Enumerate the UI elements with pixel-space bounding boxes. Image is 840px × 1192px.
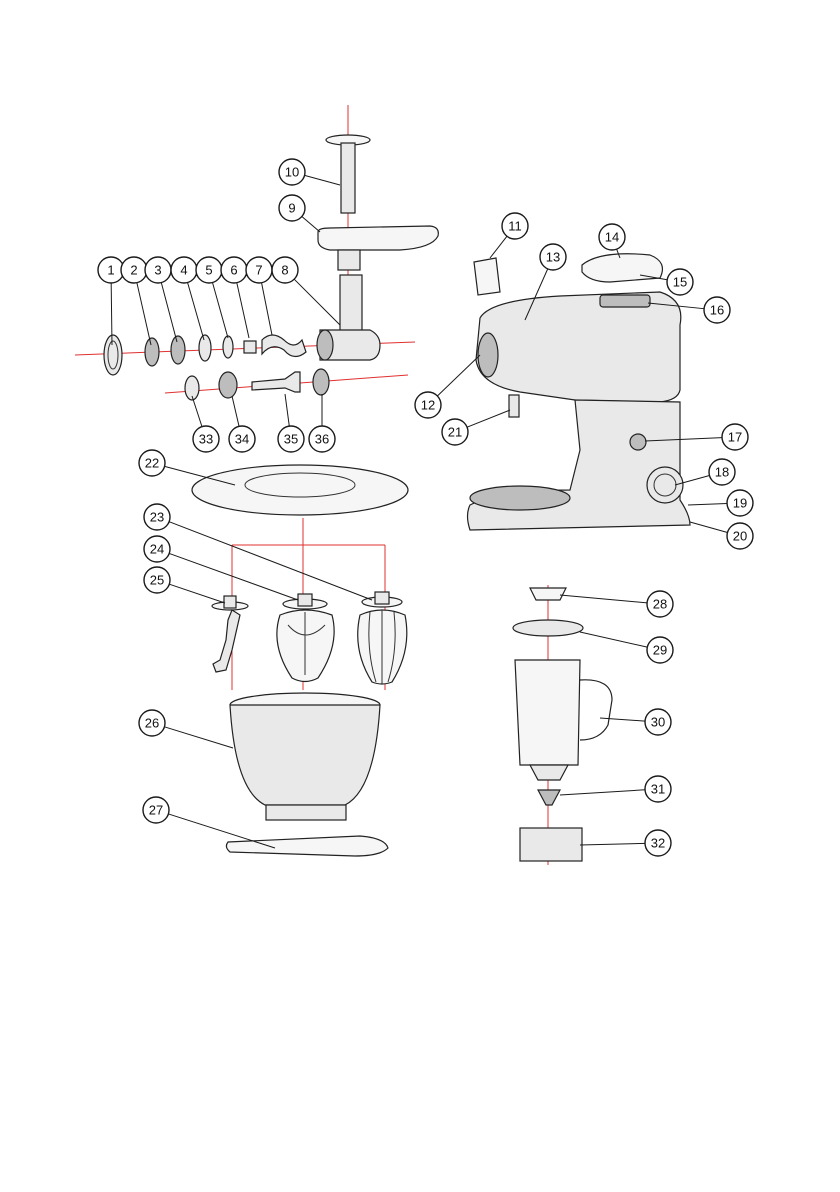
- callout-label-12: 12: [421, 398, 435, 413]
- measuring-cap: [530, 588, 566, 600]
- blade-unit: [538, 790, 560, 805]
- callout-label-22: 22: [145, 456, 159, 471]
- mixer-base: [468, 400, 691, 530]
- callout-label-25: 25: [150, 573, 164, 588]
- mixing-tools: [212, 592, 407, 684]
- callout-label-36: 36: [315, 432, 329, 447]
- callout-label-18: 18: [715, 465, 729, 480]
- bowl-base: [266, 805, 346, 820]
- callout-label-14: 14: [605, 230, 619, 245]
- callout-label-30: 30: [651, 715, 665, 730]
- callout-label-1: 1: [107, 263, 114, 278]
- callout-label-28: 28: [653, 597, 667, 612]
- callout-label-11: 11: [508, 219, 522, 234]
- leader-line-11: [490, 236, 507, 258]
- bowl-seat: [470, 486, 570, 510]
- callout-label-27: 27: [149, 803, 163, 818]
- top-lid: [582, 254, 662, 282]
- leader-line-6: [237, 283, 249, 338]
- leader-line-31: [560, 790, 645, 795]
- callout-label-5: 5: [205, 263, 212, 278]
- sausage-attachments: [185, 369, 329, 400]
- callout-label-17: 17: [728, 430, 742, 445]
- leader-line-7: [262, 283, 272, 335]
- callout-label-6: 6: [230, 263, 237, 278]
- callout-label-35: 35: [284, 432, 298, 447]
- callout-label-31: 31: [651, 782, 665, 797]
- callout-label-2: 2: [130, 263, 137, 278]
- wire-whisk: [358, 592, 407, 684]
- leader-line-9: [302, 216, 320, 232]
- leader-line-8: [294, 279, 340, 325]
- callout-label-9: 9: [288, 201, 295, 216]
- flat-beater: [277, 594, 334, 682]
- leader-line-21: [467, 410, 510, 427]
- leader-line-19: [688, 503, 727, 505]
- blender-lid: [513, 620, 583, 636]
- grinder-ring-nut: [104, 335, 122, 375]
- drive-shaft: [509, 395, 519, 417]
- leader-line-2: [137, 283, 151, 345]
- callout-label-19: 19: [733, 496, 747, 511]
- callout-label-32: 32: [651, 836, 665, 851]
- leader-line-34: [232, 396, 239, 426]
- callout-label-13: 13: [546, 250, 560, 265]
- callout-label-15: 15: [673, 275, 687, 290]
- splash-guard: [192, 465, 408, 515]
- cover-plate: [474, 258, 500, 295]
- control-panel: [600, 295, 650, 307]
- callout-label-8: 8: [281, 263, 288, 278]
- leader-line-33: [192, 396, 202, 427]
- mixing-bowl: [230, 705, 380, 805]
- spatula: [226, 836, 388, 856]
- jar-handle: [580, 680, 612, 740]
- blender-assembly: [513, 588, 612, 861]
- mixer-head: [476, 292, 681, 402]
- food-tray: [318, 226, 438, 270]
- leader-line-23: [169, 522, 372, 600]
- dough-hook: [212, 596, 248, 672]
- leader-line-12: [437, 355, 480, 396]
- callout-label-3: 3: [154, 263, 161, 278]
- callout-label-16: 16: [710, 303, 724, 318]
- callout-label-33: 33: [199, 432, 213, 447]
- leader-line-25: [169, 584, 225, 603]
- leader-line-30: [600, 718, 645, 721]
- callout-label-20: 20: [733, 529, 747, 544]
- tilt-button: [630, 434, 646, 450]
- leader-line-32: [580, 843, 645, 845]
- stand-mixer-body: [468, 254, 691, 530]
- grinder-discs: [145, 335, 306, 366]
- callout-label-24: 24: [150, 542, 164, 557]
- bowl-group: [226, 693, 388, 856]
- leader-line-27: [168, 814, 275, 848]
- callout-label-21: 21: [448, 425, 462, 440]
- leader-line-10: [305, 175, 340, 185]
- leader-line-20: [690, 522, 727, 532]
- leader-line-3: [161, 283, 177, 342]
- speed-knob: [647, 467, 683, 503]
- leader-line-29: [580, 632, 647, 647]
- callout-label-26: 26: [145, 716, 159, 731]
- leader-line-35: [285, 394, 289, 426]
- grinder-body: [317, 275, 380, 360]
- callout-label-10: 10: [285, 165, 299, 180]
- callout-label-29: 29: [653, 643, 667, 658]
- callout-label-34: 34: [235, 432, 249, 447]
- leader-line-28: [560, 595, 647, 603]
- blender-jar: [515, 660, 580, 765]
- callout-label-4: 4: [180, 263, 187, 278]
- callout-label-7: 7: [255, 263, 262, 278]
- leader-line-4: [188, 282, 204, 340]
- leader-line-24: [169, 553, 298, 600]
- callout-label-23: 23: [150, 510, 164, 525]
- leader-line-5: [212, 283, 228, 338]
- leader-line-26: [164, 727, 233, 748]
- pusher: [326, 135, 370, 213]
- blender-base: [520, 828, 582, 861]
- attachment-hub: [478, 333, 498, 377]
